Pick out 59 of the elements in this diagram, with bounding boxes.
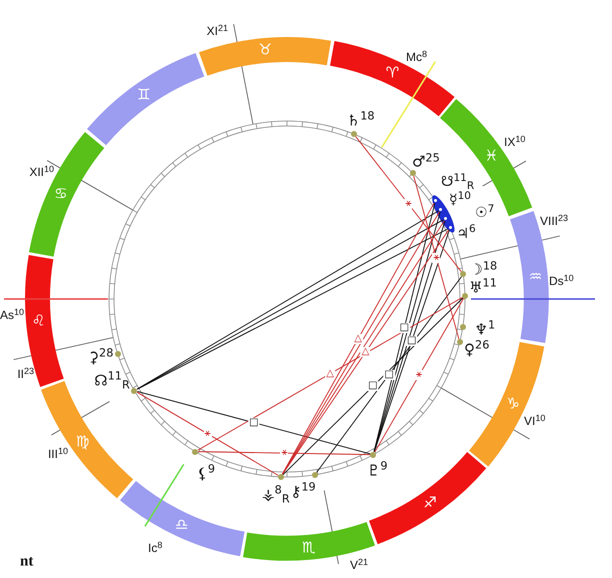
zodiac-sign-glyph: ♓: [484, 148, 498, 164]
aspect-glyph: □: [383, 370, 395, 380]
aspect-glyph: △: [360, 347, 370, 358]
planet-glyph-label: ♃$^{6}$: [456, 226, 476, 241]
house-cusp-label: II$^{23}$: [17, 368, 34, 380]
zodiac-sign-glyph: ♋: [54, 186, 68, 202]
aspect-line: [198, 451, 371, 456]
planet-glyph-label: ⚸$^{9}$: [196, 466, 216, 482]
aspect-glyph: ⚹: [415, 370, 424, 380]
house-cusp-label: Ds$^{10}$: [549, 275, 574, 287]
house-cusp-label: III$^{10}$: [48, 448, 68, 460]
aspect-glyph: □: [248, 418, 260, 428]
house-cusp-label: VI$^{10}$: [524, 415, 546, 427]
zodiac-sign-glyph: ♍: [76, 434, 90, 450]
aspect-glyph: △: [353, 334, 363, 344]
aspect-line: [282, 298, 464, 476]
zodiac-sign-glyph: ♉: [258, 42, 272, 58]
planet-glyph-label: ☿$^{10}$: [449, 192, 471, 207]
planet-glyph-label: ♄$^{18}$: [346, 113, 375, 128]
zodiac-sign-glyph: ♏: [302, 540, 316, 556]
house-cusp-label: Ic$^{8}$: [148, 542, 162, 554]
zodiac-sign-glyph: ♐: [423, 496, 437, 511]
planet-glyph-label: ⚳$^{28}$: [88, 350, 114, 366]
aspect-line: [355, 136, 462, 272]
aspect-glyph: △: [325, 368, 335, 379]
zodiac-sign-glyph: ♎: [174, 518, 188, 533]
aspect-line: [136, 392, 279, 476]
house-cusp-label: As$^{10}$: [0, 309, 24, 321]
aspect-line: [136, 391, 371, 454]
house-cusp-label: IX$^{10}$: [504, 136, 526, 148]
house-cusp-label: V$^{21}$: [350, 559, 368, 571]
corner-note: nt: [20, 554, 34, 570]
aspect-glyph: □: [367, 381, 379, 392]
zodiac-sign-glyph: ♊: [137, 87, 151, 102]
planet-glyph-label: ☉$^{7}$: [475, 206, 494, 220]
house-cusp-label: XI$^{21}$: [206, 25, 228, 37]
zodiac-sign-glyph: ♑: [506, 396, 520, 412]
planet-glyph-label: ⚷$^{19}$: [290, 484, 316, 500]
aspect-line: [197, 296, 463, 451]
house-cusp-label: XII$^{10}$: [29, 166, 54, 178]
aspect-glyph: □: [406, 336, 418, 346]
planet-glyph-label: ♀$^{26}$: [464, 342, 490, 358]
house-cusp-label: VIII$^{23}$: [540, 215, 568, 227]
zodiac-sign-glyph: ♈: [386, 65, 400, 80]
aspect-line: [374, 298, 464, 453]
planet-glyph-label: ♅$^{11}$: [469, 280, 497, 296]
aspect-glyph: ⚹: [204, 428, 212, 439]
zodiac-sign-glyph: ♌: [32, 313, 46, 328]
zodiac-sign-glyph: ♒: [528, 270, 542, 285]
planet-glyph-label: ♂$^{25}$: [412, 154, 440, 170]
planet-glyph-label: ♇$^{9}$: [366, 463, 388, 478]
planet-glyph-label: ☽$^{18}$: [469, 262, 498, 278]
planet-glyph-label: ♆$^{1}$: [474, 322, 496, 338]
aspect-glyph: ⚹: [432, 252, 440, 263]
aspect-line: [413, 176, 460, 340]
house-cusp-label: Mc$^{8}$: [406, 51, 428, 63]
aspect-glyph: □: [398, 322, 410, 333]
aspect-glyph: ⚹: [404, 199, 412, 210]
aspect-line: [316, 276, 462, 473]
